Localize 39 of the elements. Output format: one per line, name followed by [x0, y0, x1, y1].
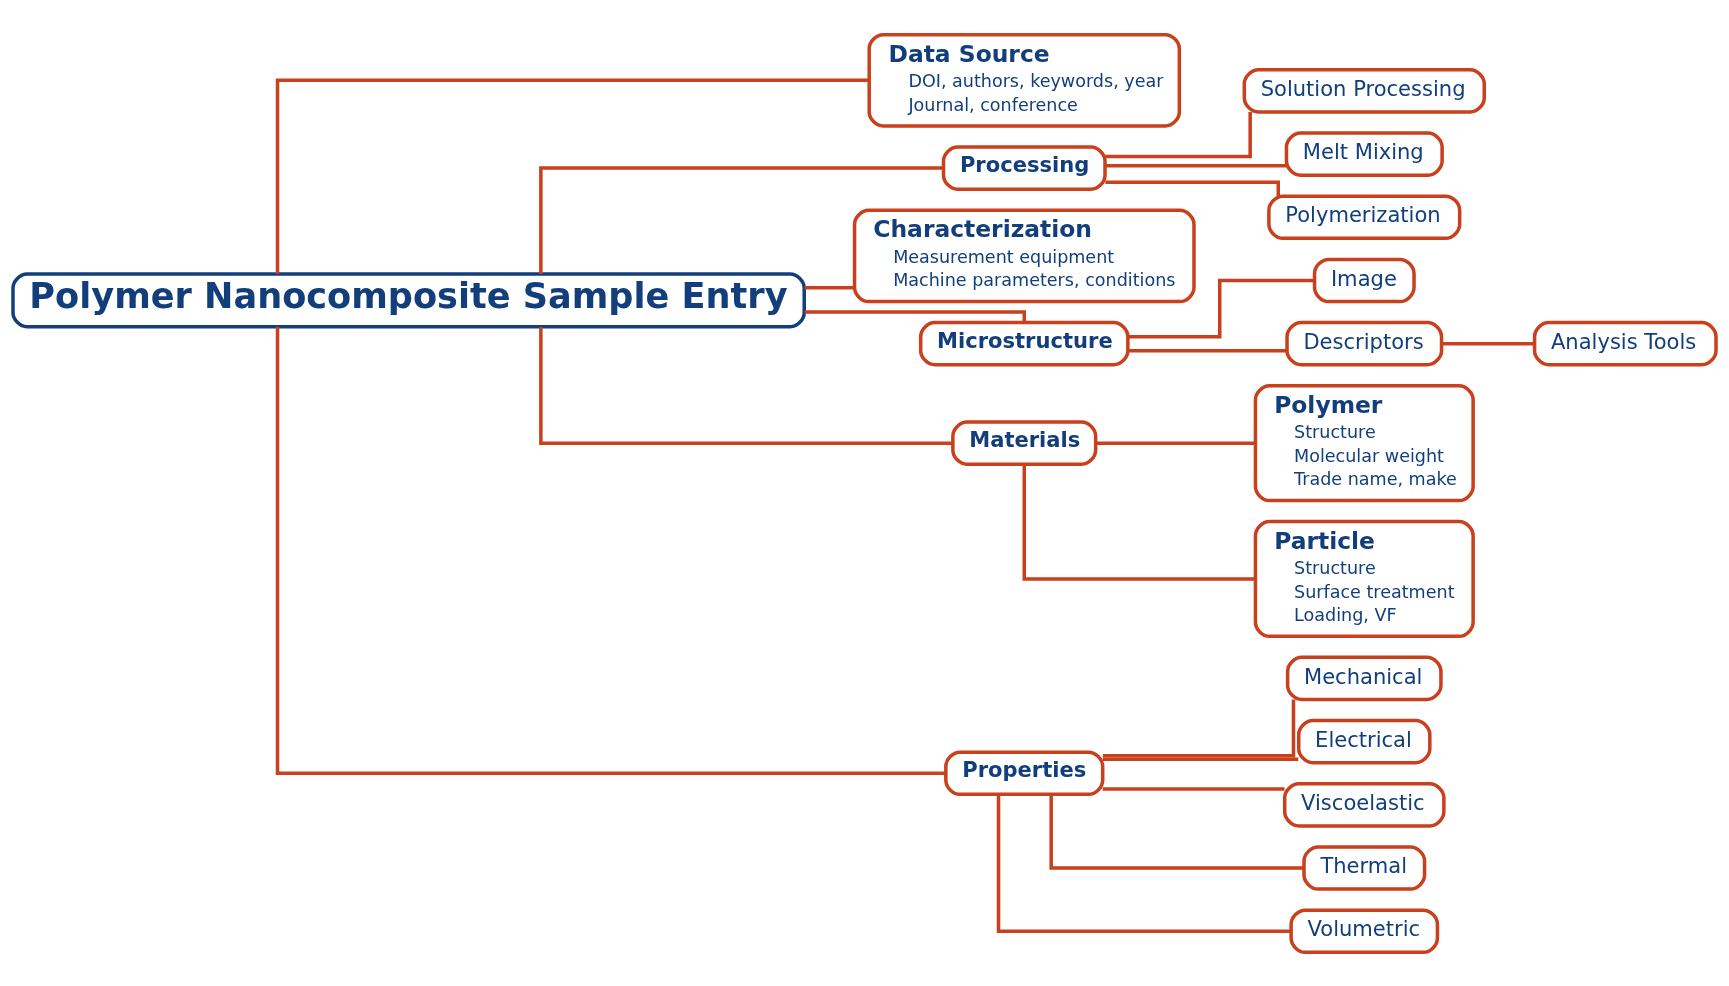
connector — [1441, 341, 1535, 345]
connector — [996, 794, 1291, 933]
connector — [539, 326, 953, 445]
connector — [1102, 756, 1299, 761]
connector — [539, 165, 944, 274]
connector — [1095, 440, 1256, 445]
connector — [275, 78, 870, 274]
node-box: Solution Processing — [1242, 67, 1486, 114]
connector — [1102, 786, 1285, 791]
node-box: Data Source DOI, authors, keywords, year Journal, conference — [867, 32, 1182, 128]
connector — [1105, 179, 1280, 196]
node-box: Characterization Measurement equipment Machine parameters, conditions — [852, 208, 1196, 303]
node-box: Descriptors — [1285, 320, 1444, 366]
connector — [1049, 794, 1304, 870]
connector — [275, 326, 946, 775]
node-box: Polymer Nanocomposite Sample Entry — [11, 271, 806, 328]
connector — [1102, 699, 1296, 757]
connector — [1128, 348, 1287, 352]
node-box: Processing — [941, 144, 1107, 191]
node-box: Particle Structure Surface treatment Loading, VF — [1253, 519, 1475, 638]
node-box: Polymerization — [1267, 193, 1462, 240]
connector — [804, 309, 1027, 322]
node-box: Viscoelastic — [1282, 781, 1446, 828]
node-box: Electrical — [1297, 718, 1432, 764]
node-box: Mechanical — [1285, 655, 1443, 701]
node-box: Volumetric — [1289, 907, 1440, 954]
node-box: Polymer Structure Molecular weight Trade name, make — [1253, 383, 1475, 502]
node-box: Melt Mixing — [1284, 130, 1444, 177]
connector — [1105, 111, 1252, 158]
node-box: Thermal — [1302, 844, 1427, 891]
connector — [1105, 163, 1287, 168]
node-box: Image — [1312, 257, 1416, 303]
node-box: Microstructure — [918, 320, 1130, 366]
connector — [1022, 463, 1256, 581]
connector — [804, 285, 855, 290]
node-box: Materials — [951, 419, 1098, 466]
node-box: Properties — [944, 749, 1105, 796]
node-box: Analysis Tools — [1532, 320, 1718, 366]
connector — [1128, 278, 1315, 338]
